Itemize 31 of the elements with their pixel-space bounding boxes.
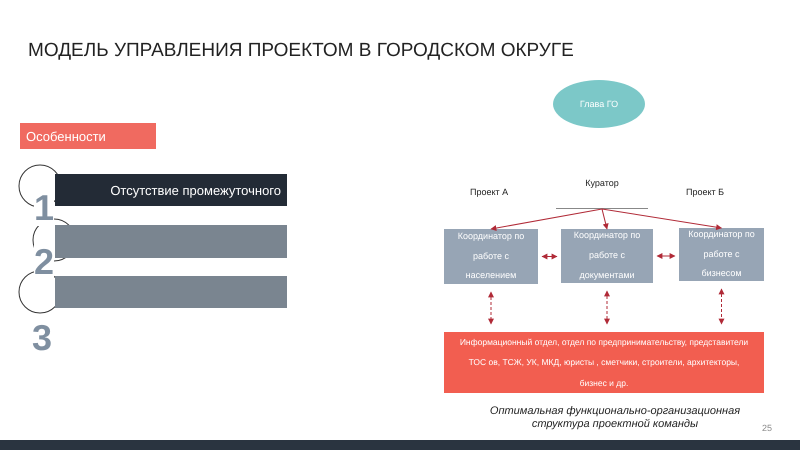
node-text: Координатор по работе с документами: [572, 229, 642, 282]
node-text: Информационный отдел, отдел по предпринимательству, представители ТОС ов, ТСЖ, УК, МКД, юристы , сметчики, строители, архитекторы, бизнес и др.: [458, 336, 750, 390]
slide-title: МОДЕЛЬ УПРАВЛЕНИЯ ПРОЕКТОМ В ГОРОДСКОМ ОКРУГЕ: [28, 40, 575, 62]
list-number: 2: [34, 244, 54, 280]
node-text: Глава ГО: [580, 99, 618, 109]
bar-shape: [55, 276, 287, 308]
node-text: Особенности: [26, 128, 106, 144]
coordinator-box: [561, 229, 653, 283]
coordinator-box: [444, 229, 538, 284]
project-label: Проект А: [470, 188, 508, 197]
arrow: [604, 290, 610, 325]
page-number: 25: [762, 424, 772, 433]
section-label: [20, 123, 156, 149]
arrow: [541, 254, 558, 260]
node-text: Координатор по работе с населением: [456, 230, 526, 282]
project-label: Проект Б: [686, 188, 724, 197]
arrow: [602, 208, 609, 230]
arrow: [602, 208, 722, 230]
node-text: Отсутствие промежуточного: [110, 182, 281, 198]
caption: Оптимальная функционально-организационная структура проектной команды: [488, 405, 742, 432]
list-bar: [55, 174, 287, 206]
arrow: [718, 288, 724, 325]
arrow: [490, 208, 602, 231]
department-box: [444, 332, 764, 393]
coordinator-box: [679, 228, 764, 281]
role-label: [556, 178, 648, 209]
arrow: [488, 291, 494, 325]
node-text: Координатор по работе с бизнесом: [687, 228, 756, 280]
arrow: [656, 253, 676, 259]
bar-shape: [55, 225, 287, 258]
node-text: Куратор: [585, 178, 619, 188]
